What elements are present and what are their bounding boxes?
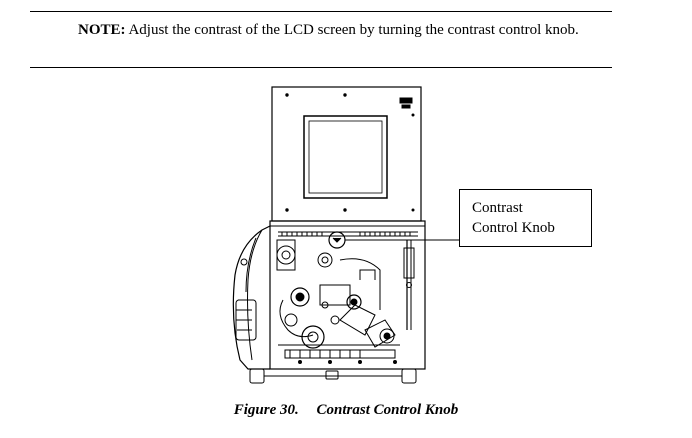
top-rule xyxy=(30,11,612,12)
lcd-screen xyxy=(303,115,388,199)
printer-cover xyxy=(271,86,422,222)
figure-caption: Figure 30. Contrast Control Knob xyxy=(0,402,692,419)
printer-body xyxy=(269,220,426,370)
bottom-rule xyxy=(30,67,612,68)
figure-number: Figure 30. xyxy=(233,402,299,418)
callout-line-1: Contrast xyxy=(472,200,523,216)
callout-line-2: Control Knob xyxy=(472,220,555,236)
note-paragraph: NOTE: Adjust the contrast of the LCD scr… xyxy=(78,20,598,40)
figure-title: Contrast Control Knob xyxy=(316,402,459,418)
note-label: NOTE: xyxy=(78,22,126,38)
callout-box: Contrast Control Knob xyxy=(459,189,592,247)
note-text: Adjust the contrast of the LCD screen by… xyxy=(128,22,579,38)
